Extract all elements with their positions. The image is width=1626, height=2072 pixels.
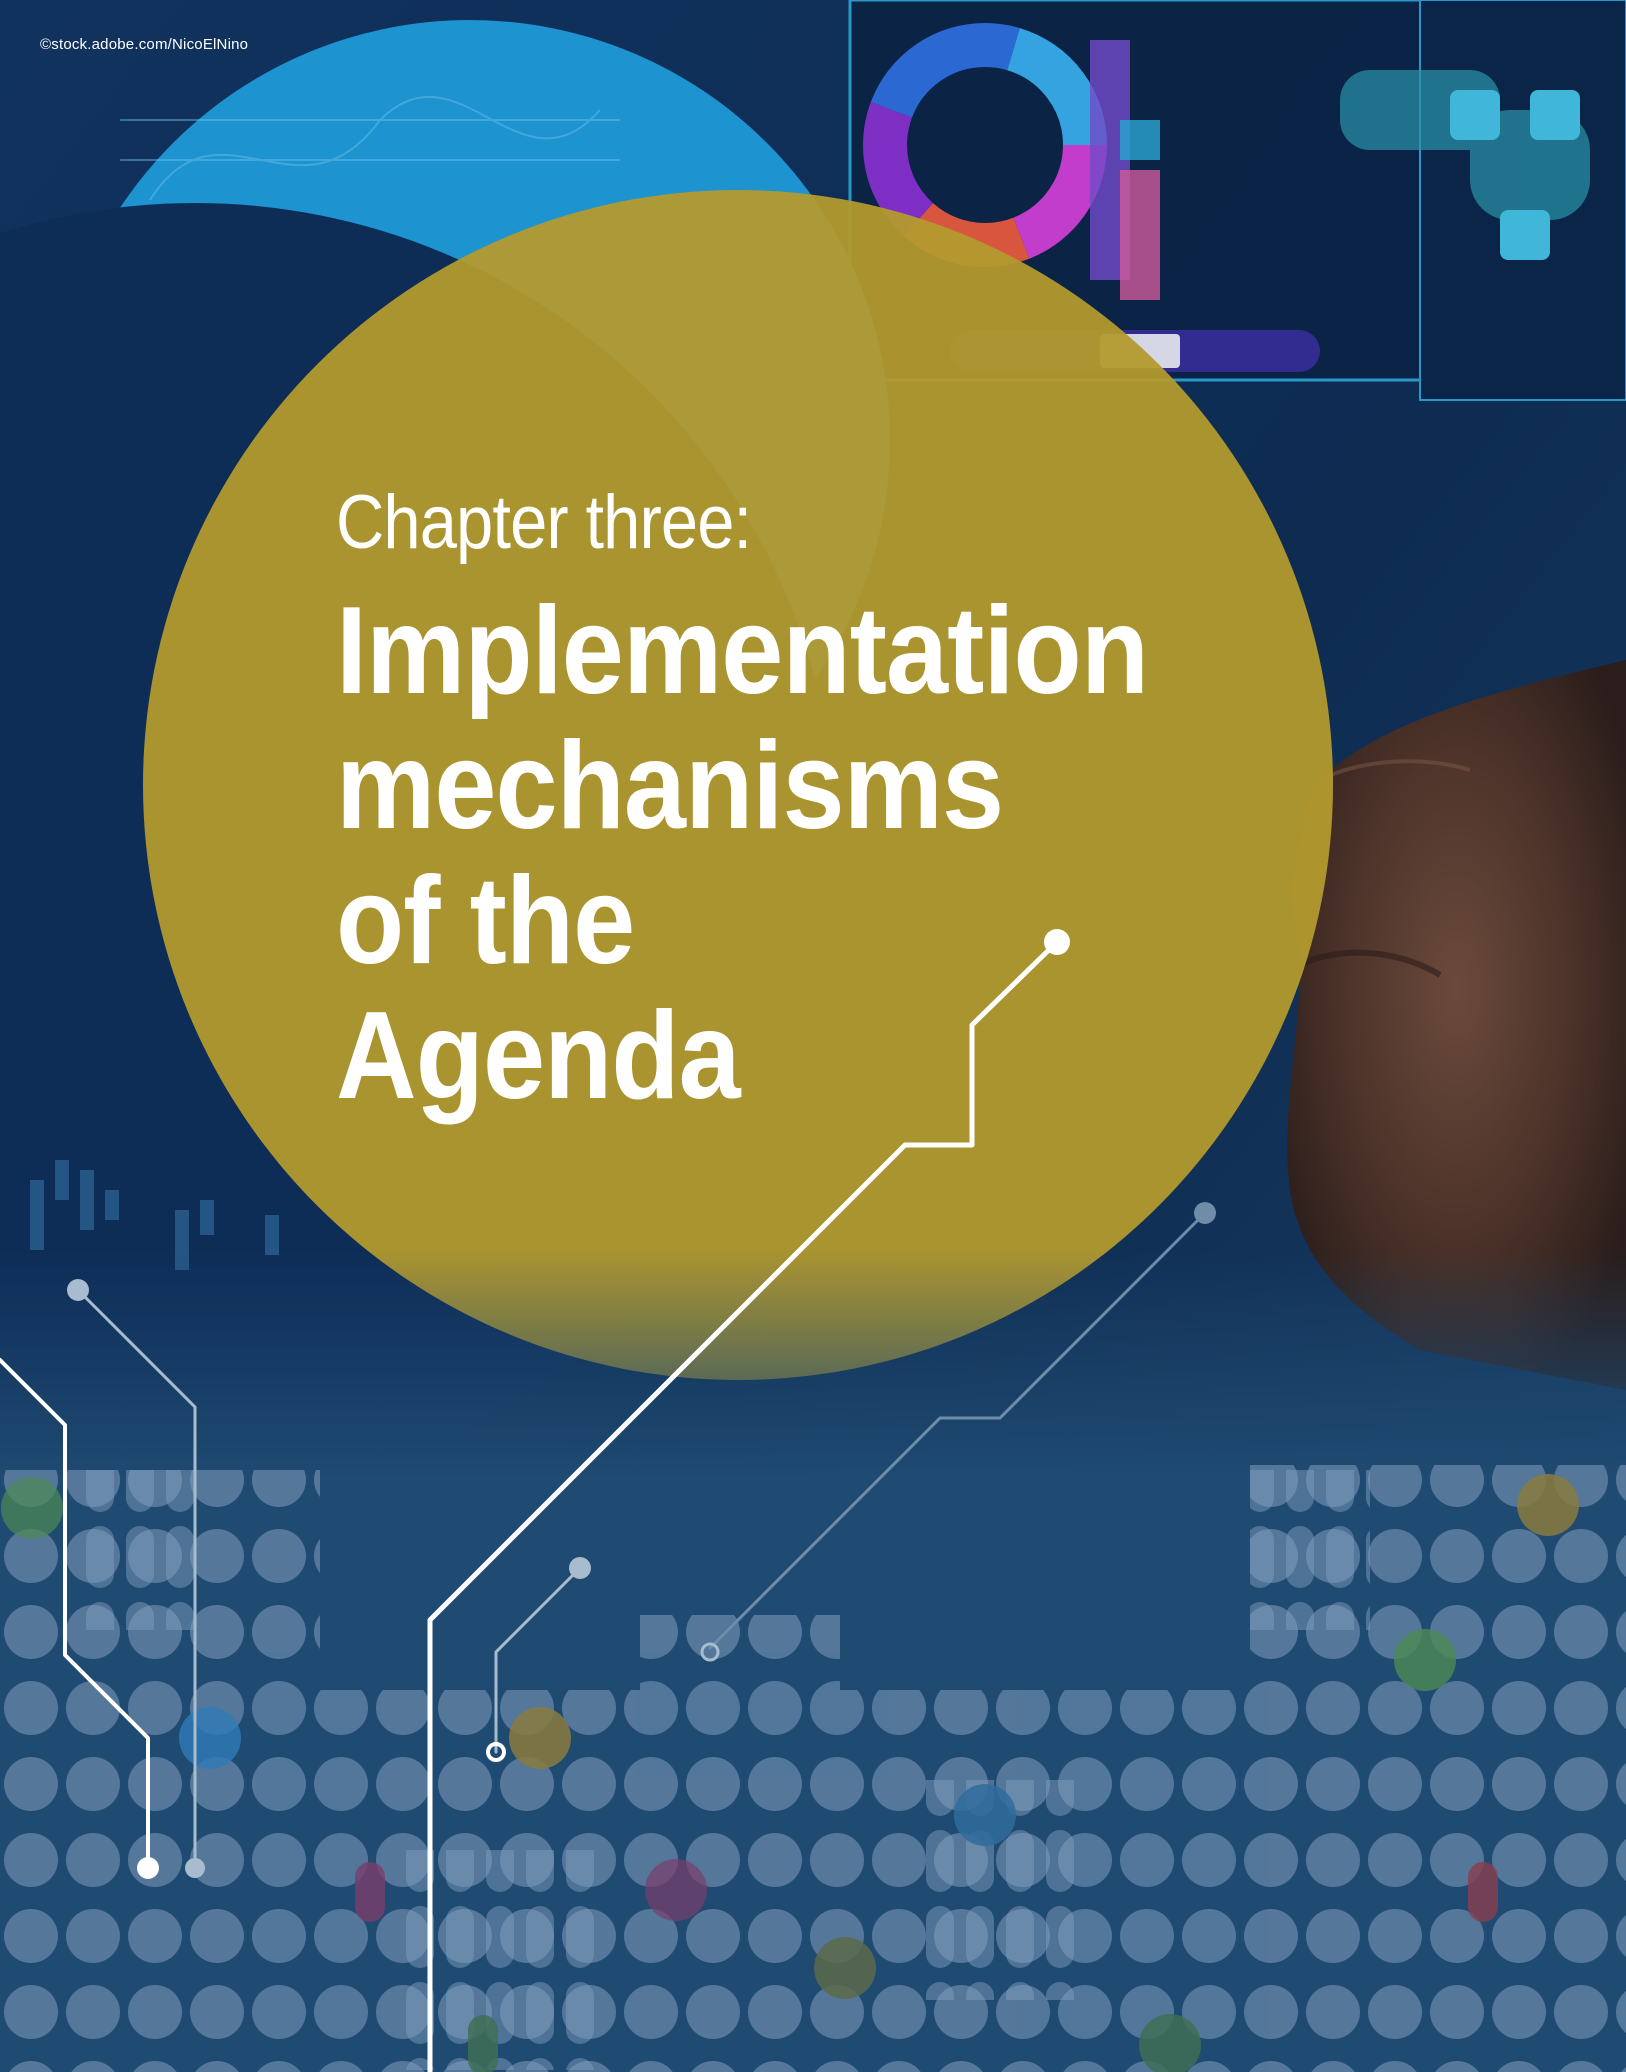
chapter-title: Implementation mechanisms of the Agenda (336, 584, 1218, 1124)
hand-photo (1287, 660, 1626, 1390)
circuit-lines (0, 929, 1216, 2072)
photo-credit: ©stock.adobe.com/NicoElNino (40, 36, 249, 53)
chapter-kicker: Chapter three: (336, 480, 752, 565)
main-circuit-line (427, 939, 1060, 2072)
candlestick-graphic (30, 1160, 279, 1270)
dot-pattern (0, 1465, 1626, 2072)
circuit-node (137, 1857, 159, 1879)
bottom-fade (0, 1250, 1626, 1480)
chapter-heading: Chapter three: Implementation mechanisms… (336, 478, 1316, 1124)
gold-circle (143, 190, 1333, 1380)
title-line: of the (336, 852, 635, 990)
circuit-node (1044, 929, 1070, 955)
title-line: Implementation (336, 582, 1149, 720)
title-line: Agenda (336, 987, 741, 1125)
title-line: mechanisms (336, 717, 1004, 855)
